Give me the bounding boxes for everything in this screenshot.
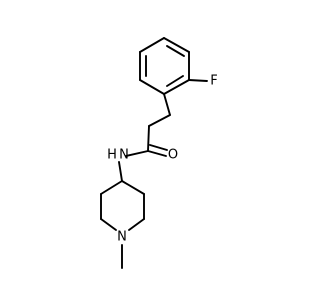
amide-nitrogen-label: N (119, 148, 129, 163)
bond-carbonyl-oxygen-a (147, 150, 167, 157)
bond-layer (100, 37, 208, 269)
bond-aryl-ch2 (163, 93, 171, 116)
fluorine-label: F (210, 74, 217, 89)
bond-carbonyl-oxygen-b (149, 144, 168, 151)
piperidine-nitrogen-label: N (117, 230, 127, 245)
bond-carbonyl-amide-n (125, 150, 149, 157)
bond-aryl-fluorine (188, 79, 208, 82)
bond-amide-n-ring-c (118, 161, 123, 182)
structure-canvas: F O H N N (100, 37, 218, 269)
bond-aromatic-inner-1 (166, 45, 185, 57)
amide-hydrogen-label: H (107, 148, 117, 163)
bond-piperidine-3 (100, 218, 117, 231)
molecule-structure: F O H N N (100, 37, 218, 269)
bond-aromatic-inner-2 (166, 75, 184, 87)
oxygen-label: O (168, 148, 178, 163)
bond-ring-4 (139, 79, 165, 95)
bond-ring-1 (163, 37, 190, 53)
bond-ch2-ch2 (148, 114, 171, 127)
atom-label-layer: F O H N N (107, 74, 218, 245)
bond-ring-3 (163, 79, 190, 95)
bond-piperidine-4 (128, 218, 145, 231)
bond-piperidine-1 (100, 180, 123, 195)
bond-ch2-carbonyl (147, 125, 150, 152)
bond-ring-6 (139, 37, 165, 53)
bond-piperidine-6 (121, 180, 145, 195)
